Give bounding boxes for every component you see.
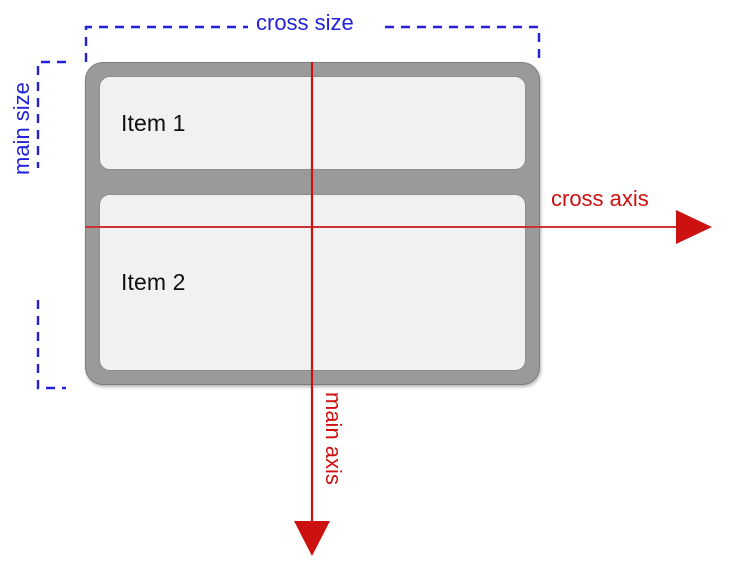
cross-size-label: cross size bbox=[256, 10, 354, 35]
flex-item-1-label: Item 1 bbox=[121, 109, 186, 136]
cross-size-bracket bbox=[84, 25, 541, 62]
main-size-bracket bbox=[36, 60, 66, 390]
flex-item-2-label: Item 2 bbox=[121, 269, 186, 295]
cross-axis-arrow bbox=[85, 210, 712, 244]
main-axis-arrow bbox=[294, 62, 330, 556]
main-axis-arrowhead bbox=[294, 521, 330, 556]
cross-axis-label: cross axis bbox=[551, 186, 649, 211]
cross-axis-arrowhead bbox=[676, 210, 712, 244]
main-size-label: main size bbox=[9, 82, 34, 175]
main-axis-label: main axis bbox=[321, 392, 346, 485]
